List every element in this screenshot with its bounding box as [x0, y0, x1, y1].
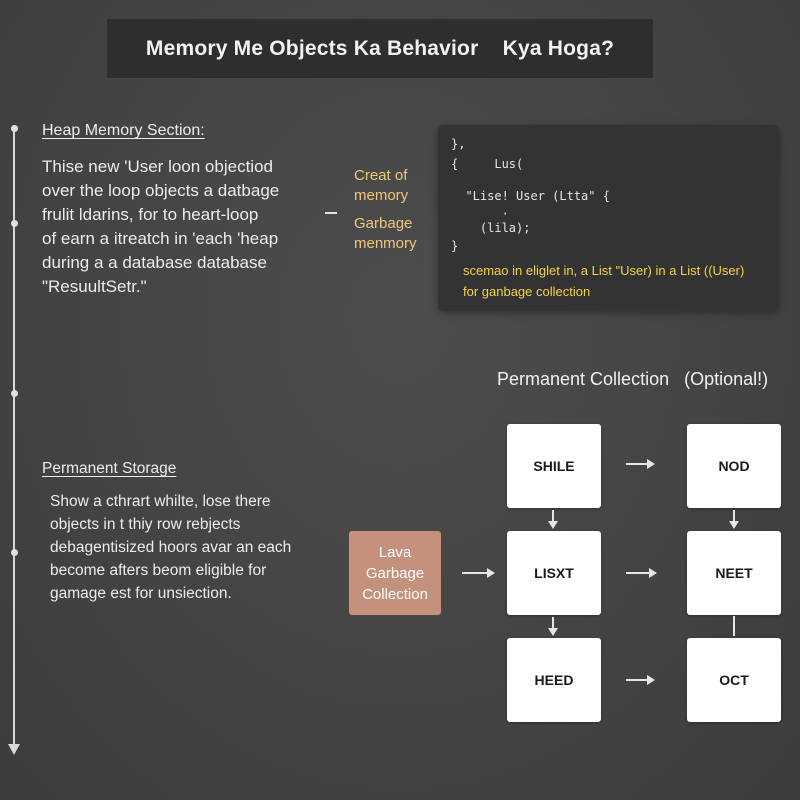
title-gap [478, 37, 502, 61]
timeline-dot-heap [10, 220, 18, 227]
code-line: { Lus( [451, 157, 524, 171]
connector-dash [325, 212, 337, 214]
code-note: scemao in eliglet in, a List "User) in a… [463, 263, 745, 278]
storage-line: gamage est for unsiection. [50, 585, 232, 602]
title-question: Kya Hoga? [502, 36, 615, 60]
timeline-arrow-icon [8, 744, 20, 755]
code-panel: }, { Lus( "Lise! User (Ltta" { · (lila);… [438, 125, 779, 311]
page-title: Memory Me Objects Ka Behavior Kya Hoga? [107, 19, 653, 78]
create-memory-label: Creat of memory [354, 167, 409, 204]
node-lisxt: LISXT [507, 531, 601, 615]
storage-line: Show a cthrart whilte, lose there [50, 493, 271, 510]
arrow-down-icon [729, 510, 739, 529]
arrow-right-icon [626, 459, 655, 469]
heap-line: Thise new 'User loon objectiod [42, 157, 273, 176]
heap-line: over the loop objects a datbage [42, 181, 280, 200]
lava-garbage-collection-box: Lava Garbage Collection [349, 531, 441, 615]
code-line: (lila); [451, 221, 531, 235]
code-line: · [451, 207, 509, 221]
storage-line: become afters beom eligible for [50, 562, 267, 579]
node-nod: NOD [687, 424, 781, 508]
garbage-memory-label: Garbage menmory [354, 215, 417, 252]
node-oct: OCT [687, 638, 781, 722]
code-note: for ganbage collection [463, 284, 591, 299]
node-neet: NEET [687, 531, 781, 615]
arrow-right-icon [626, 568, 657, 578]
connector-line [733, 616, 735, 636]
title-main: Memory Me Objects Ka Behavior [145, 36, 479, 60]
heap-heading: Heap Memory Section: [42, 122, 205, 139]
heap-line: of earn a itreatch in 'each 'heap [42, 229, 279, 248]
heap-line: during a a database database [42, 253, 267, 272]
permanent-storage-heading: Permanent Storage [42, 460, 177, 477]
arrow-right-icon [462, 568, 495, 578]
timeline-dot-storage [10, 549, 18, 556]
storage-line: objects in t thiy row rebjects [50, 516, 241, 533]
heap-line: "ResuultSetr." [42, 277, 147, 296]
heap-line: frulit ldarins, for to heart-loop [42, 205, 259, 224]
storage-line: debagentisized hoors avar an each [50, 539, 292, 556]
node-shile: SHILE [507, 424, 601, 508]
code-line: }, [451, 137, 466, 151]
permanent-collection-title: Permanent Collection (Optional!) [497, 369, 769, 389]
code-line: } [451, 239, 459, 253]
timeline-dot-middle [10, 390, 18, 397]
timeline-line [13, 128, 15, 746]
node-heed: HEED [507, 638, 601, 722]
code-line: "Lise! User (Ltta" { [451, 189, 610, 203]
arrow-right-icon [626, 675, 655, 685]
heap-paragraph: Thise new 'User loon objectiod over the … [42, 155, 279, 299]
arrow-down-icon [548, 510, 558, 529]
timeline-dot-start [10, 125, 18, 132]
permanent-storage-paragraph: Show a cthrart whilte, lose there object… [50, 490, 291, 605]
arrow-down-icon [548, 617, 558, 636]
